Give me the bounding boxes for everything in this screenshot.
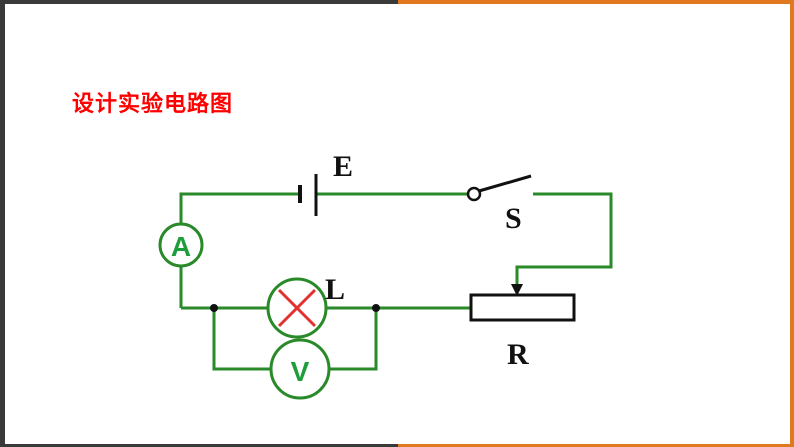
slide-title: 设计实验电路图 (72, 92, 234, 117)
frame-left-edge (0, 0, 5, 447)
frame-top-gray (0, 0, 398, 4)
rheostat-label: R (507, 338, 529, 371)
frame-bottom-orange (398, 444, 794, 447)
ammeter-label: A (171, 231, 191, 262)
frame-top-orange (398, 0, 794, 4)
rheostat-slider-arrow (511, 284, 523, 296)
junction-dot-right (372, 304, 380, 312)
ammeter (158, 222, 204, 268)
frame-right-edge (790, 0, 794, 447)
switch-lever (478, 174, 532, 193)
switch-label: S (505, 202, 522, 235)
rheostat-body (469, 293, 576, 322)
wire-voltmeter-left (212, 308, 270, 371)
wire-left-top (179, 192, 300, 226)
voltmeter-label: V (291, 356, 310, 387)
voltmeter (269, 338, 331, 400)
junction-dot-left (210, 304, 218, 312)
lamp-label: L (325, 273, 345, 306)
frame-bottom-gray (0, 444, 398, 447)
wire-voltmeter-right (330, 308, 378, 371)
wire-switch-rheostat (515, 192, 613, 286)
battery-label: E (333, 150, 353, 183)
lamp-cross-b (277, 288, 317, 328)
switch-pivot (466, 186, 482, 202)
